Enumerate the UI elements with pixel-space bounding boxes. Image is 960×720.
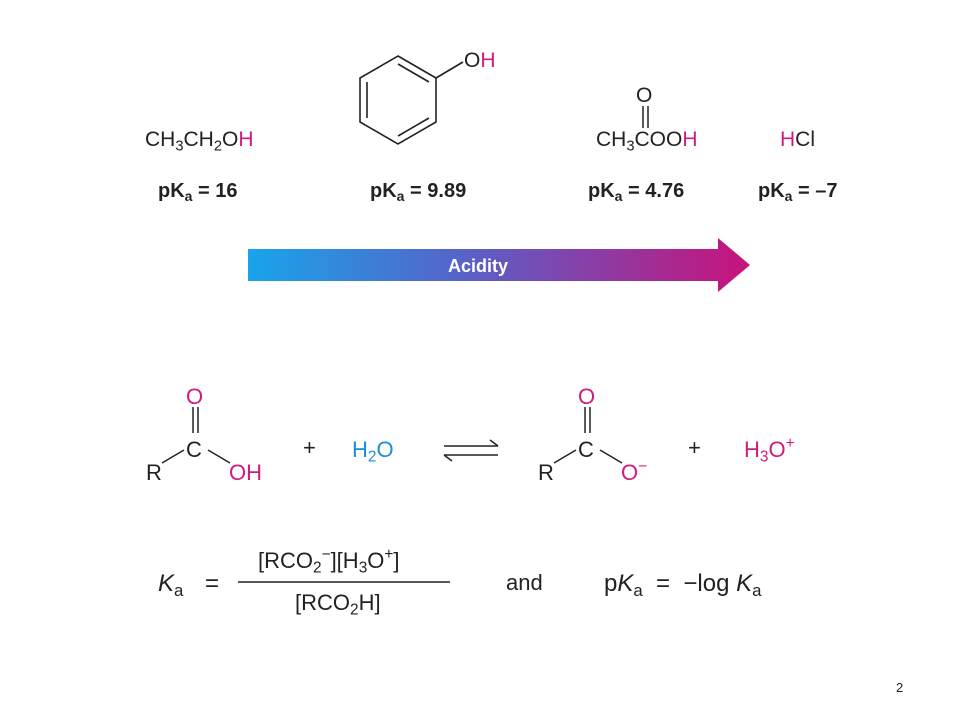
ethanol-pka: pKa = 16 — [158, 180, 238, 205]
acetic-acid-formula: CH3COOH — [596, 128, 698, 155]
hcl-pka: pKa = –7 — [758, 180, 838, 205]
hcl-formula: HCl — [780, 128, 816, 151]
plus-sign-1: + — [303, 435, 316, 460]
hydronium-formula: H3O+ — [744, 434, 795, 466]
fraction-bar — [238, 581, 450, 583]
reactant-carbonyl-o: O — [186, 384, 204, 409]
ethanol-formula: CH3CH2OH — [145, 128, 254, 155]
product-carbonyl-o: O — [578, 384, 596, 409]
ka-equals: = — [205, 570, 220, 597]
equilibrium-arrows — [443, 439, 499, 462]
pka-definition: pKa = −log Ka — [604, 570, 762, 601]
reactant-carbon: C — [186, 437, 202, 462]
water-formula: H2O — [352, 437, 394, 466]
reactant-oh: OH — [229, 460, 262, 485]
product-r: R — [538, 460, 554, 485]
phenol-oh-label: OH — [464, 49, 496, 72]
reactant-r: R — [146, 460, 162, 485]
acetic-carbonyl-o: O — [636, 84, 653, 107]
acidity-label: Acidity — [448, 256, 509, 276]
ka-symbol: Ka — [158, 570, 184, 601]
product-carbon: C — [578, 437, 594, 462]
acetic-pka: pKa = 4.76 — [588, 180, 685, 205]
plus-sign-2: + — [688, 435, 701, 460]
acetic-double-bond — [642, 106, 649, 128]
page-number: 2 — [896, 680, 904, 695]
reactant-bonds — [161, 407, 231, 464]
ka-denominator: [RCO2H] — [295, 590, 381, 619]
and-word: and — [506, 570, 543, 595]
ka-numerator: [RCO2−][H3O+] — [258, 545, 400, 577]
acidity-arrow — [248, 238, 750, 292]
phenol-pka: pKa = 9.89 — [370, 180, 467, 205]
phenol-ring — [359, 55, 464, 145]
product-o-minus: O− — [621, 457, 648, 485]
product-bonds — [553, 407, 623, 464]
